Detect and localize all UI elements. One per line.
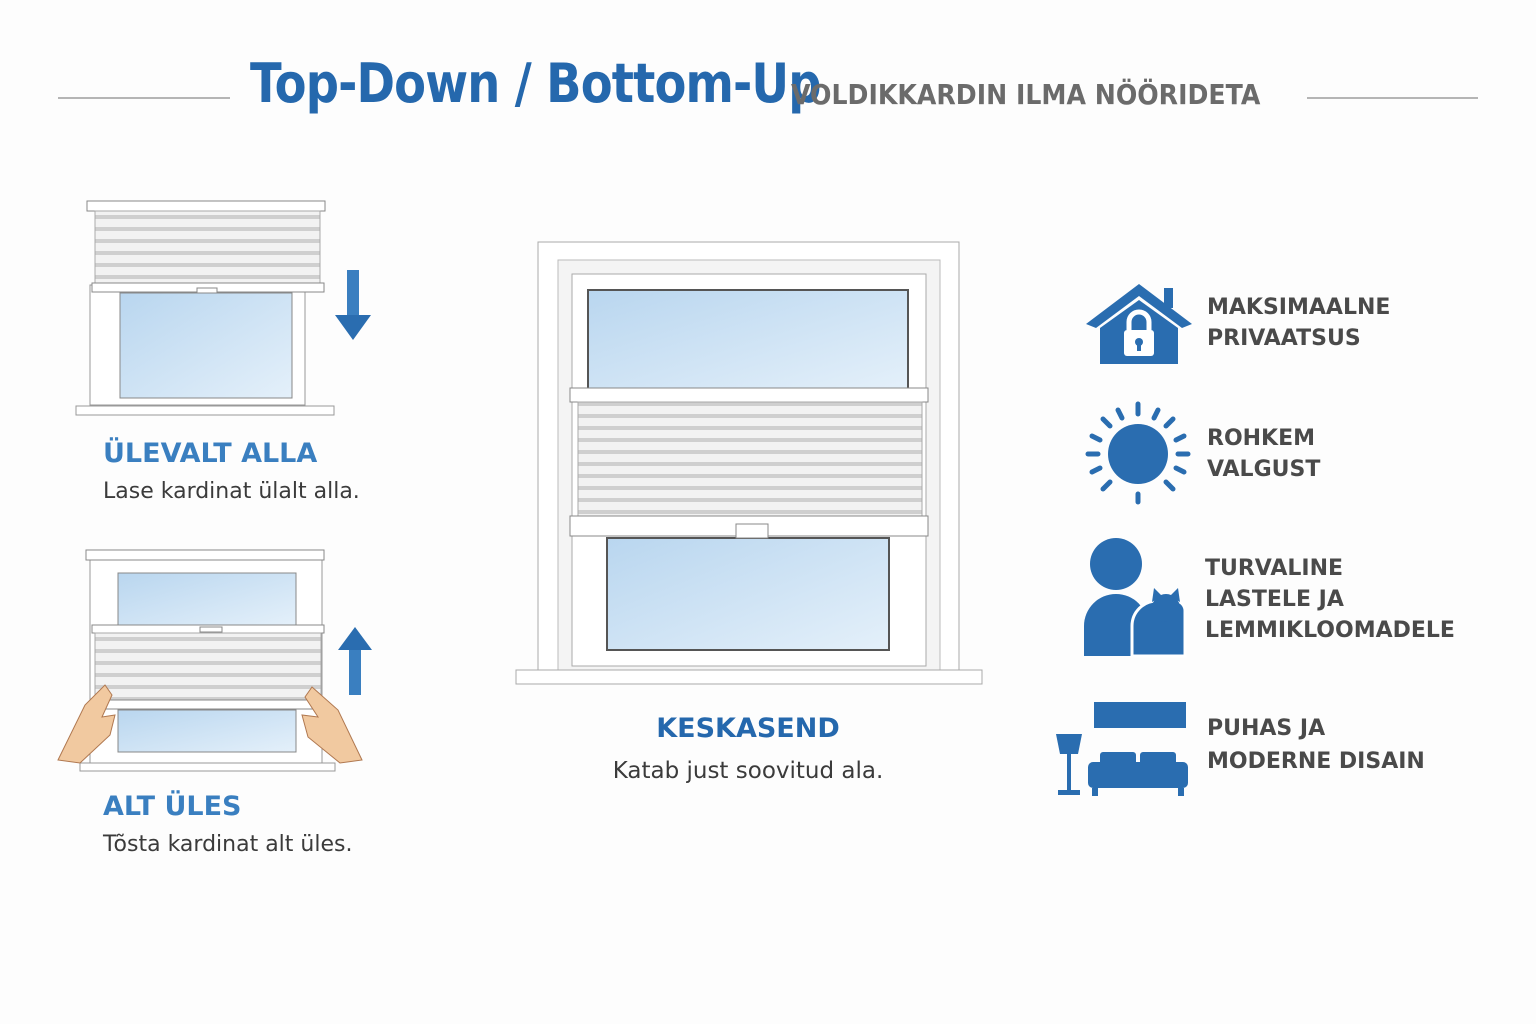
window-middle-illustration xyxy=(515,241,983,685)
mode-title-bottom-up: ALT ÜLES xyxy=(103,791,242,822)
page-title: Top-Down / Bottom-Up xyxy=(250,52,822,115)
mode-description-top-down: Lase kardinat ülalt alla. xyxy=(103,479,360,504)
arrow-down-icon xyxy=(335,270,371,340)
feature-safety-line3: LEMMIKLOOMADELE xyxy=(1205,618,1455,643)
person-cat-icon xyxy=(1084,538,1187,658)
window-bottom-up-illustration xyxy=(57,549,372,772)
feature-light-line2: VALGUST xyxy=(1207,457,1321,482)
feature-design-line2: MODERNE DISAIN xyxy=(1207,749,1425,774)
sofa-lamp-icon xyxy=(1056,702,1188,796)
feature-privacy-line1: MAKSIMAALNE xyxy=(1207,295,1391,320)
feature-safety-line2: LASTELE JA xyxy=(1205,587,1344,612)
header-rule-left xyxy=(58,97,230,99)
feature-safety: TURVALINE LASTELE JA LEMMIKLOOMADELE xyxy=(1205,553,1455,646)
house-lock-icon xyxy=(1086,284,1192,364)
mode-title-top-down: ÜLEVALT ALLA xyxy=(103,438,318,469)
mode-description-middle: Katab just soovitud ala. xyxy=(612,758,884,784)
header-rule-right xyxy=(1307,97,1478,99)
feature-design: PUHAS JA MODERNE DISAIN xyxy=(1207,712,1425,778)
feature-light: ROHKEM VALGUST xyxy=(1207,423,1320,485)
window-top-down-illustration xyxy=(75,200,371,416)
arrow-up-icon xyxy=(338,627,372,695)
feature-privacy: MAKSIMAALNE PRIVAATSUS xyxy=(1207,292,1390,354)
feature-light-line1: ROHKEM xyxy=(1207,426,1316,451)
sun-icon xyxy=(1085,401,1191,505)
feature-safety-line1: TURVALINE xyxy=(1205,556,1344,581)
left-hand-icon xyxy=(57,684,116,764)
right-hand-icon xyxy=(301,686,363,764)
mode-description-bottom-up: Tõsta kardinat alt üles. xyxy=(103,832,353,857)
page-subtitle: VOLDIKKARDIN ILMA NÖÖRIDETA xyxy=(791,78,1261,111)
mode-title-middle: KESKASEND xyxy=(656,713,840,744)
feature-design-line1: PUHAS JA xyxy=(1207,716,1326,741)
feature-privacy-line2: PRIVAATSUS xyxy=(1207,326,1361,351)
